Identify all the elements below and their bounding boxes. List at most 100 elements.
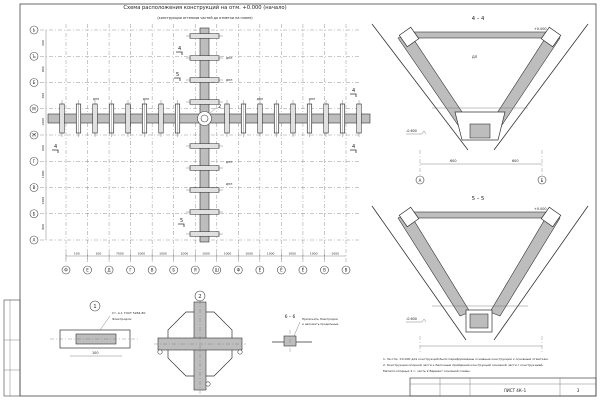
col-bubble [341, 265, 351, 275]
cut-marker-5-top: 5 [174, 72, 181, 81]
plate-mark: ДПЛ [226, 78, 232, 82]
dim-label-left: 1000 [41, 170, 45, 178]
plate-mark: ДПЛ [226, 56, 232, 60]
row-bubble-label: Б [33, 211, 36, 216]
row-bubble-label: А [33, 238, 36, 243]
note-1: 1. За отм. ±0.000 для конструкций было п… [383, 357, 549, 361]
dim-label-bottom: 100 [95, 252, 101, 256]
col-bubble [190, 265, 200, 275]
dim-label-bottom: 1000 [181, 252, 189, 256]
plan-title: Схема расположения конструкций на отм. +… [123, 4, 286, 11]
svg-text:5: 5 [180, 218, 183, 224]
node-callout-2: 2 [218, 104, 221, 110]
col-bubble-label: Ё [302, 268, 305, 273]
plate-mark: ДПЛ [93, 97, 99, 101]
row-bubble [29, 25, 39, 35]
row-bubble-label: Ъ [32, 54, 36, 59]
plan-diagram: Схема расположения конструкций на отм. +… [29, 4, 371, 275]
row-bubble-label: Ж [32, 133, 37, 138]
sheet-border [19, 3, 597, 397]
dim-label-left: 600 [41, 145, 45, 151]
svg-text:Ст. А-1 ГОСТ 5264-80: Ст. А-1 ГОСТ 5264-80 [112, 311, 145, 315]
section-4-4: 4 – 4 -0.600 +0.000 600 600 А Б ДЛ [371, 16, 589, 185]
detail-6-6: 6 – 6 Приложить Электродом и наложить пр… [272, 314, 339, 352]
dim-label-bottom: 100 [74, 252, 80, 256]
col-bubble [61, 265, 71, 275]
svg-text:600: 600 [512, 159, 518, 163]
cut-marker-4-right: 4 [350, 88, 357, 97]
row-bubble [29, 235, 39, 245]
col-bubble-label: В [323, 268, 326, 273]
dim-label-left: 900 [41, 66, 45, 72]
grid-lines-vertical [65, 24, 347, 262]
plate-mark: ДПЛ [309, 97, 315, 101]
stamp-code: ЛИСТ 4К–1 [504, 388, 527, 393]
col-bubble-label: Г [129, 268, 132, 273]
general-notes: 1. За отм. ±0.000 для конструкций было п… [383, 357, 549, 373]
dim-label-bottom: 1000 [288, 252, 296, 256]
col-bubble-label: Б [172, 268, 175, 273]
stamp-sheet: 3 [577, 388, 580, 393]
col-bubble [126, 265, 135, 275]
dim-label-bottom: 1000 [202, 252, 210, 256]
row-bubble [29, 51, 39, 61]
svg-text:+0.000: +0.000 [534, 207, 547, 211]
svg-text:Приложить Электродом: Приложить Электродом [302, 317, 338, 321]
row-bubble-label: Г [33, 159, 36, 164]
col-bubble-label: Ё [280, 268, 283, 273]
plan-subtitle: (конструкции оттенков частей до отметки … [157, 16, 253, 20]
svg-text:600: 600 [450, 159, 456, 163]
svg-text:4: 4 [352, 88, 355, 94]
row-bubble-label: Ь [33, 28, 36, 33]
dim-label-bottom: 1000 [267, 252, 275, 256]
title-block: ЛИСТ 4К–1 3 [409, 377, 597, 397]
dim-label-left: 1000 [41, 118, 45, 126]
cut-marker-4-top: 4 [176, 46, 183, 55]
svg-text:А: А [419, 178, 422, 183]
svg-text:ДЛ: ДЛ [472, 55, 478, 59]
col-bubble-label: В [345, 268, 348, 273]
svg-text:2: 2 [198, 294, 201, 300]
col-bubble [169, 265, 178, 275]
section-5-title: 5 – 5 [472, 196, 485, 202]
bottom-dimension-chain: 100 100 7000 1000 1000 1000 1000 1000 1000 1000 10… [65, 252, 346, 259]
row-bubble-label: М [32, 106, 36, 111]
col-bubble-label: Ш [215, 268, 219, 273]
row-bubble [29, 130, 39, 140]
dim-label-bottom: 1000 [224, 252, 232, 256]
svg-text:4: 4 [352, 144, 355, 150]
row-bubble [29, 183, 39, 192]
col-bubble [298, 265, 308, 275]
cut-marker-4-right-low: 4 [350, 144, 357, 153]
col-bubble-label: Ф [64, 268, 68, 273]
col-bubble [255, 265, 265, 275]
col-bubble-label: Ё [259, 268, 262, 273]
cut-marker-4-left: 4 [52, 144, 59, 153]
dim-label-bottom: 1000 [138, 252, 146, 256]
dim-label-bottom: 7000 [116, 252, 124, 256]
row-bubble-label: Б [33, 80, 36, 85]
col-bubble-label: Е [86, 268, 89, 273]
plate-mark: ДПЛ [143, 97, 149, 101]
dim-label-bottom: 1000 [331, 252, 339, 256]
side-stamp-strip [3, 299, 21, 397]
col-bubble-label: В [151, 268, 154, 273]
col-bubble [320, 265, 329, 275]
note-3: Металл-опорных 2 с. часть 2 Вариант осно… [383, 369, 470, 373]
note-2: 2. Конструкции опорной части к балочным … [383, 363, 543, 367]
svg-text:1: 1 [93, 304, 96, 310]
col-bubble-label: Я [194, 268, 197, 273]
svg-text:+0.000: +0.000 [534, 27, 547, 31]
detail-2: 2 [154, 290, 246, 394]
svg-text:100: 100 [92, 351, 98, 355]
dim-label-bottom: 1000 [159, 252, 167, 256]
svg-text:4: 4 [54, 144, 57, 150]
dim-label-bottom: 1000 [310, 252, 318, 256]
detail-1: 1 100 Ст. А-1 ГОСТ 5264-80 Электродом [50, 300, 145, 357]
col-bubble [147, 265, 157, 275]
